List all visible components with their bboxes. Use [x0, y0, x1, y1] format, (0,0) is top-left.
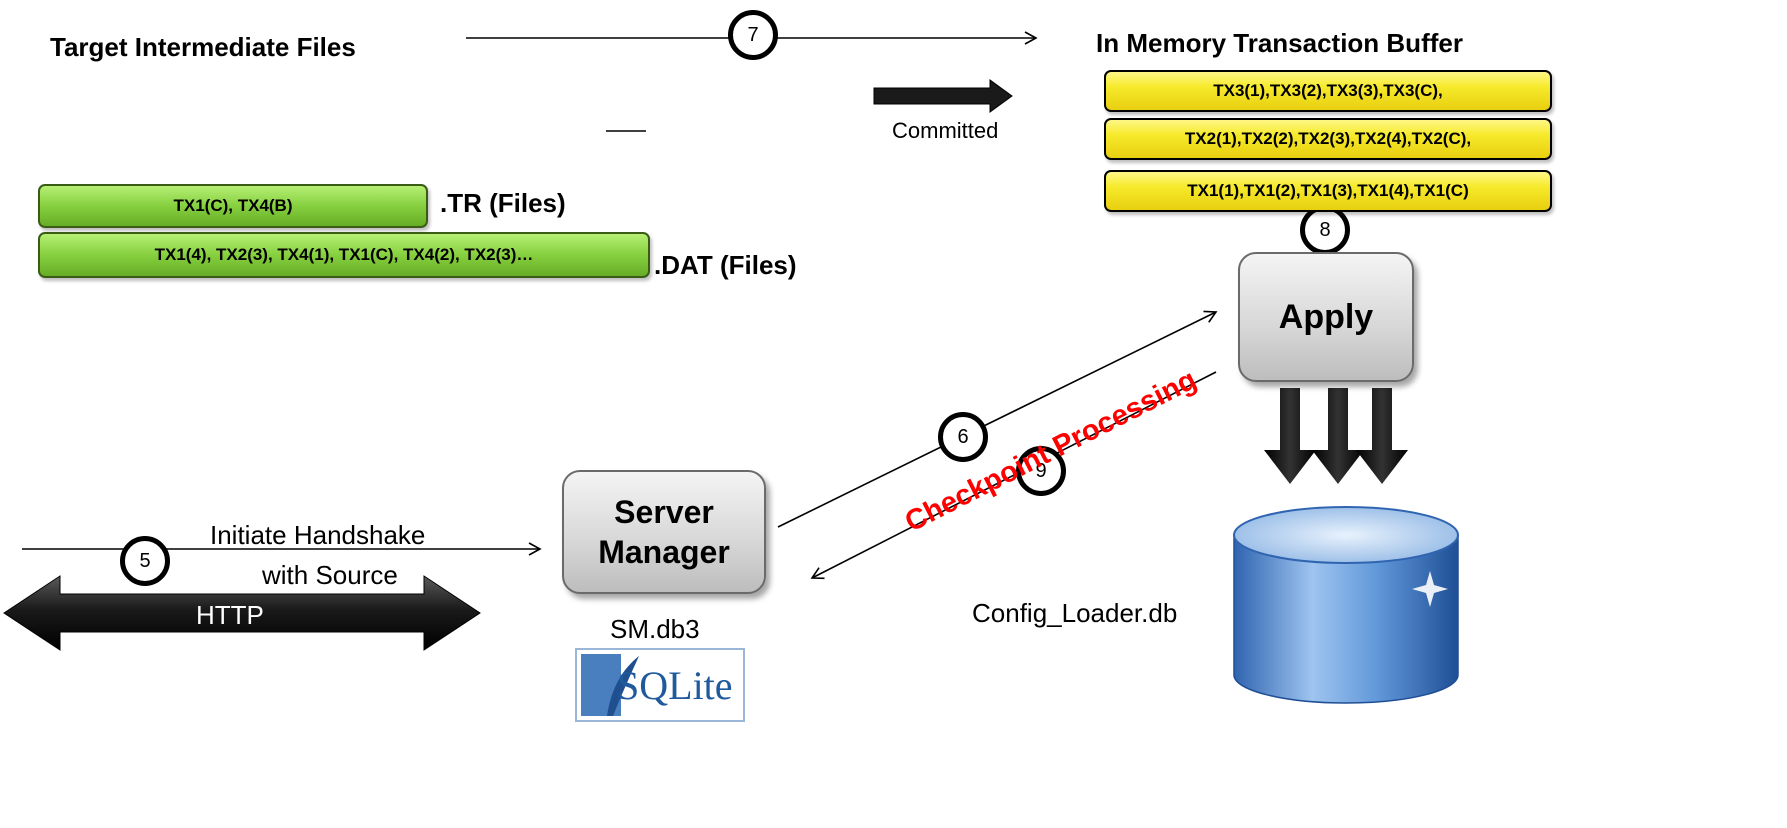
- sqlite-logo: SQLite: [575, 648, 745, 722]
- committed-arrow: [873, 79, 1013, 113]
- step-8-badge: 8: [1300, 205, 1350, 255]
- down-arrow-right: [1356, 388, 1408, 484]
- step-6-badge: 6: [938, 412, 988, 462]
- server-manager-line2: Manager: [598, 534, 730, 570]
- handshake-line2: with Source: [262, 560, 398, 590]
- tr-files-label: .TR (Files): [440, 188, 566, 218]
- server-manager-line1: Server: [614, 494, 714, 530]
- apply-label: Apply: [1278, 297, 1374, 336]
- arrow-6-line: [777, 310, 1218, 528]
- step-9-badge: 9: [1016, 446, 1066, 496]
- tr-file-bar: TX1(C), TX4(B): [38, 184, 428, 228]
- step-7-badge: 7: [728, 10, 778, 60]
- sm-db-label: SM.db3: [610, 614, 700, 644]
- sqlite-logo-text: SQLite: [617, 663, 733, 708]
- feather-icon: [581, 654, 639, 716]
- buffer-row-tx3: TX3(1),TX3(2),TX3(3),TX3(C),: [1104, 70, 1552, 112]
- http-label: HTTP: [196, 600, 264, 630]
- dat-files-label: .DAT (Files): [654, 250, 797, 280]
- buffer-row-tx2: TX2(1),TX2(2),TX2(3),TX2(4),TX2(C),: [1104, 118, 1552, 160]
- buffer-title: In Memory Transaction Buffer: [1096, 28, 1463, 58]
- database-icon: [1233, 506, 1459, 704]
- buffer-row-tx1: TX1(1),TX1(2),TX1(3),TX1(4),TX1(C): [1104, 170, 1552, 212]
- down-arrow-middle: [1312, 388, 1364, 484]
- server-manager-box: Server Manager: [562, 470, 766, 594]
- http-arrow: [3, 575, 481, 651]
- apply-box: Apply: [1238, 252, 1414, 382]
- step-5-badge: 5: [120, 536, 170, 586]
- committed-label: Committed: [892, 118, 999, 143]
- config-db-label: Config_Loader.db: [972, 598, 1178, 628]
- target-files-title: Target Intermediate Files: [50, 32, 356, 62]
- down-arrow-left: [1264, 388, 1316, 484]
- arrow-9-line: [810, 371, 1217, 580]
- handshake-line1: Initiate Handshake: [210, 520, 426, 550]
- dat-file-bar: TX1(4), TX2(3), TX4(1), TX1(C), TX4(2), …: [38, 232, 650, 278]
